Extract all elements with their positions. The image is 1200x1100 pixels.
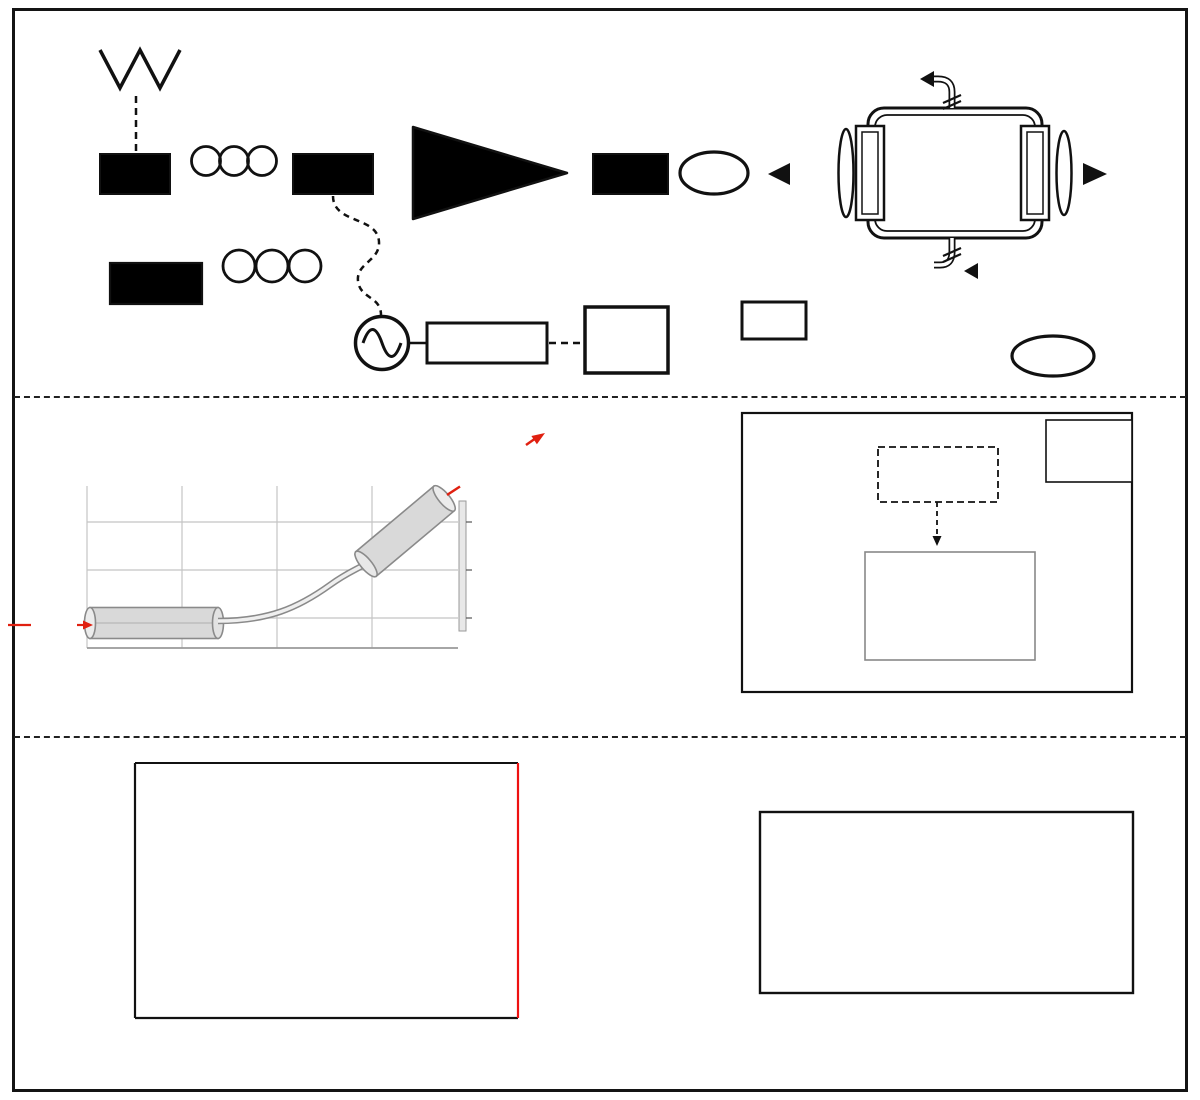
sine-wave-icon [361,328,403,358]
lens-left-icon [837,127,855,219]
c-legend-box [1045,419,1133,483]
light-in-arrow-icon [83,620,93,630]
fiber-out-blue [1097,177,1130,359]
buffer-volume-left [83,606,225,640]
lens-right-icon [1055,129,1073,217]
b-radial-axis [458,500,467,632]
dfb-box [99,153,171,195]
resonator-capillary [217,560,369,625]
light-out-arrow-icon [531,433,545,445]
buffer-volume-right [354,484,457,578]
b-radial-ticks [466,521,472,619]
ecdl-box [108,261,204,306]
gas-cell [837,71,1073,279]
d-plot-bg [135,763,518,1018]
aom-box [292,153,374,195]
c-plot-box [740,411,1134,694]
pc-loops-bottom-icon [221,248,323,284]
pc-loops-top-icon [190,145,278,177]
fiber-tip-in-icon [768,163,790,185]
panel-c-pressure-chart [740,411,1134,694]
panel-a-setup-diagram [98,46,1130,378]
fiber-pd-blue [806,321,1013,351]
c-zoom-arrowhead-icon [932,536,942,546]
wdm2-coupler [1010,334,1096,378]
lockin-box [425,321,549,365]
figure-border [12,8,1188,1092]
c-zoom-region-box [877,446,999,503]
gas-arrow-icon [964,263,978,279]
wdm1-coupler [678,150,750,196]
bpf-box [592,153,669,195]
panel-e-tuning-chart [758,810,1135,995]
pd-box [740,300,808,341]
pressure-arrow-icon [920,71,934,87]
bpd-box [583,305,670,375]
cell-window-left [854,124,886,222]
separator-a-bc [14,396,1186,398]
e-plot-box [758,810,1135,995]
cell-window-right [1019,124,1051,222]
separator-bc-de [14,736,1186,738]
fiber-tip-out-icon [1083,163,1107,185]
panel-d-spectra-chart [133,762,520,1020]
edfa-amplifier [411,125,569,221]
aom-fgen-dashed [331,195,383,316]
panel-b-resonator-schematic [8,433,545,649]
triangle-wave-icon [98,46,182,92]
fiber-out-red [1096,172,1124,353]
c-inset-box [864,551,1036,661]
